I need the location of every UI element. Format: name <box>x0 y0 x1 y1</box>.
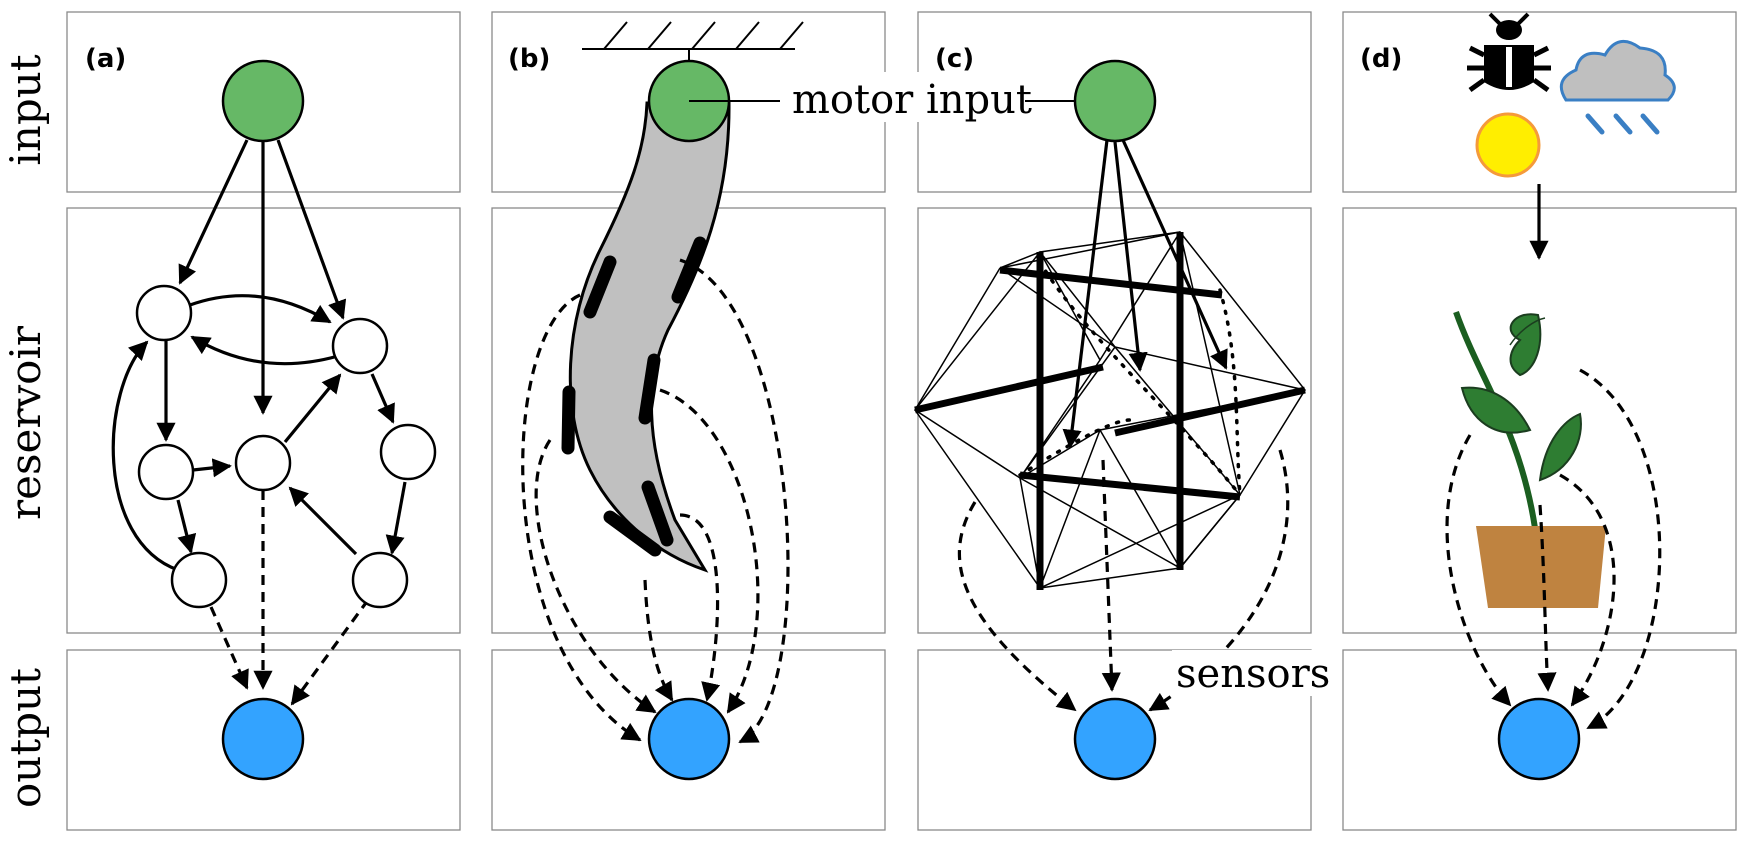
output-node-b <box>647 697 731 781</box>
sensor-bar <box>638 353 661 425</box>
reservoir-node <box>170 551 228 609</box>
panel-label-d: (d) <box>1360 44 1402 74</box>
input-node-a <box>221 59 305 143</box>
reservoir-node <box>379 423 437 481</box>
output-node-a <box>221 697 305 781</box>
panel-label-b: (b) <box>508 44 550 74</box>
panel-label-c: (c) <box>935 44 974 74</box>
sensor-bar <box>671 236 707 304</box>
output-node-c <box>1073 697 1157 781</box>
sensor-bar <box>583 255 617 319</box>
row-label-output: output <box>1 668 50 808</box>
input-node-c <box>1073 59 1157 143</box>
panel-d-plant <box>1445 12 1676 781</box>
bug-icon <box>1467 12 1551 93</box>
sensors-label: sensors <box>1176 651 1330 697</box>
motor-input-annotation: motor input <box>689 72 1115 123</box>
plant-pot-icon <box>1453 311 1606 608</box>
row-label-reservoir: reservoir <box>1 325 50 520</box>
reservoir-node <box>351 551 409 609</box>
panel-a-network <box>111 59 437 781</box>
panel-label-a: (a) <box>85 44 126 74</box>
output-node-d <box>1497 697 1581 781</box>
reservoir-node <box>137 443 195 501</box>
reservoir-node <box>135 284 193 342</box>
motor-input-label: motor input <box>792 77 1032 123</box>
rain-cloud-icon <box>1559 39 1676 135</box>
sun-icon <box>1475 112 1541 178</box>
sensor-bar <box>561 385 576 455</box>
reservoir-node <box>234 434 292 492</box>
reservoir-node <box>331 317 389 375</box>
panel-c-tensegrity <box>913 59 1306 781</box>
sensor-bar <box>641 480 674 547</box>
sensor-bar <box>603 510 662 557</box>
panel-boxes <box>66 11 1737 831</box>
row-label-input: input <box>1 54 50 165</box>
